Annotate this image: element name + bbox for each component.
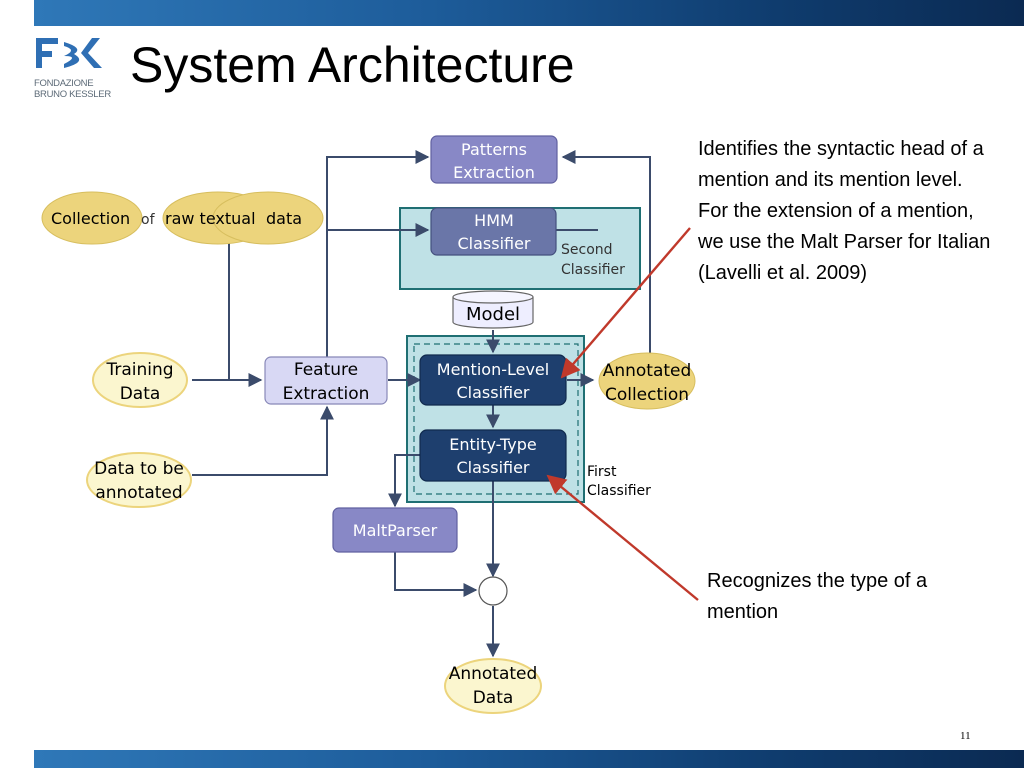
- data-to-annotate-label-2: annotated: [95, 483, 182, 503]
- first-classifier-label-1: First: [587, 464, 617, 480]
- raw-data-label-2: of: [141, 212, 156, 228]
- feature-extraction-label-1: Feature: [294, 360, 358, 380]
- arrow-data-to-feature: [192, 405, 334, 476]
- arrow-feature-to-patterns: [326, 150, 430, 360]
- feedback-arrow-to-patterns: [561, 150, 651, 378]
- raw-data-label-4: data: [266, 209, 302, 228]
- mention-level-label-1: Mention-Level: [437, 360, 549, 379]
- model-node: Model: [452, 290, 534, 329]
- fbk-logo: FONDAZIONE BRUNO KESSLER: [34, 34, 118, 104]
- callout-arrow-mention-level: [560, 227, 691, 379]
- annotated-data-label-2: Data: [473, 688, 514, 708]
- logo-line-1: FONDAZIONE: [34, 78, 94, 89]
- slide-title: System Architecture: [130, 37, 575, 93]
- footer-bar: [34, 750, 1024, 768]
- raw-data-node: Collection of raw textual data: [41, 191, 324, 245]
- page-number: 11: [960, 730, 971, 742]
- annotated-collection-label-2: Collection: [605, 385, 689, 405]
- fbk-logo-mark: [36, 38, 102, 68]
- mention-level-classifier-node: Mention-Level Classifier: [419, 354, 567, 406]
- training-data-node: Training Data: [92, 352, 188, 408]
- entity-type-label-1: Entity-Type: [449, 435, 536, 454]
- data-to-annotate-label-1: Data to be: [94, 459, 184, 479]
- entity-type-label-2: Classifier: [456, 458, 529, 477]
- feature-extraction-node: Feature Extraction: [264, 356, 388, 405]
- patterns-label-2: Extraction: [453, 163, 535, 182]
- annotated-data-node: Annotated Data: [444, 658, 542, 714]
- first-classifier-label-2: Classifier: [587, 483, 651, 499]
- raw-data-label-1: Collection: [51, 209, 130, 228]
- model-label: Model: [466, 304, 520, 325]
- logo-line-2: BRUNO KESSLER: [34, 89, 111, 100]
- entity-type-classifier-node: Entity-Type Classifier: [419, 429, 567, 482]
- header-bar: [34, 0, 1024, 26]
- merge-node: [478, 576, 508, 606]
- hmm-label-1: HMM: [474, 211, 514, 230]
- callout-arrow-entity-type: [546, 474, 699, 601]
- patterns-label-1: Patterns: [461, 140, 527, 159]
- second-classifier-label-1: Second: [561, 242, 613, 258]
- arrow-maltparser-to-merge: [394, 552, 478, 597]
- raw-data-label-3: raw textual: [165, 209, 256, 228]
- training-data-label-2: Data: [120, 384, 161, 404]
- mention-level-label-2: Classifier: [456, 383, 529, 402]
- second-classifier-label-2: Classifier: [561, 262, 625, 278]
- annotated-data-label-1: Annotated: [449, 664, 538, 684]
- feature-extraction-label-2: Extraction: [283, 384, 370, 404]
- maltparser-node: MaltParser: [332, 507, 458, 553]
- annotated-collection-label-1: Annotated: [603, 361, 692, 381]
- mention-level-callout: Identifies the syntactic head of a menti…: [698, 138, 991, 284]
- patterns-extraction-node: Patterns Extraction: [430, 135, 558, 184]
- maltparser-label: MaltParser: [353, 521, 438, 540]
- hmm-label-2: Classifier: [457, 234, 530, 253]
- training-data-label-1: Training: [105, 360, 173, 380]
- hmm-classifier-node: HMM Classifier: [430, 207, 557, 256]
- arrow-entity-to-maltparser: [388, 454, 420, 508]
- entity-type-callout: Recognizes the type of a mention: [707, 570, 928, 623]
- data-to-annotate-node: Data to be annotated: [86, 452, 192, 508]
- annotated-collection-node: Annotated Collection: [598, 352, 696, 410]
